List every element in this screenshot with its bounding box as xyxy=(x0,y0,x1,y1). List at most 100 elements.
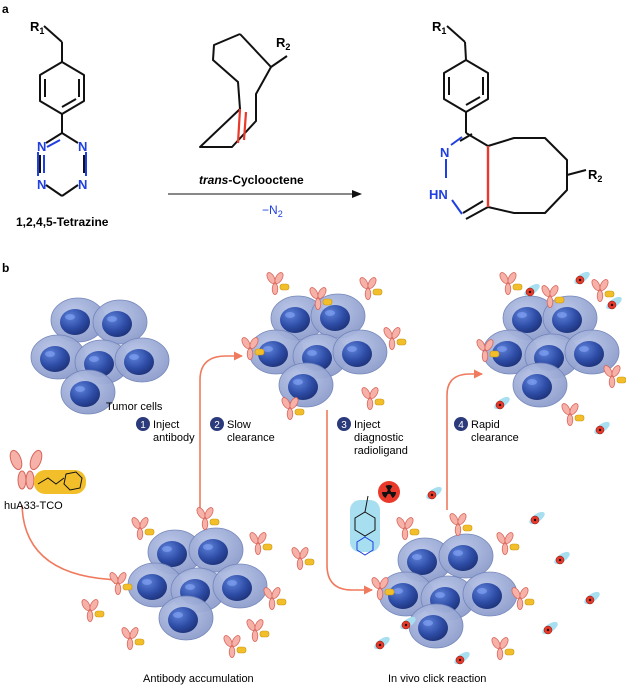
step-4-line-2: clearance xyxy=(471,432,519,444)
antibody-conjugate xyxy=(394,515,420,540)
tetrazine-n1: N xyxy=(37,139,46,154)
step-1-number: 1 xyxy=(140,420,146,431)
tumor-cluster-cleared xyxy=(474,269,626,437)
radioligand xyxy=(423,484,445,502)
radioligand xyxy=(491,394,513,412)
tetrazine-r1-bond xyxy=(43,25,63,43)
product-r2-bond xyxy=(566,169,587,176)
step-1-circle xyxy=(136,417,150,431)
tumor-cell xyxy=(438,533,494,579)
antibody-conjugate xyxy=(489,635,515,660)
antibody-reagent: huA33-TCO xyxy=(4,449,86,512)
reaction-arrow: trans-Cyclooctene −N2 xyxy=(168,173,362,219)
process-arrows xyxy=(21,351,483,595)
panel-b: b 1 Inject antibody 2 Slow clearance 3 I… xyxy=(2,261,626,685)
tco-ring xyxy=(63,471,83,491)
product-pyridazine-bond-2 xyxy=(465,206,489,220)
antibody-conjugate xyxy=(79,597,105,622)
cyclooctene-red-bond-1 xyxy=(236,108,242,144)
radioligand xyxy=(539,619,561,637)
tco-highlight xyxy=(34,470,86,494)
arrow-inject-radioligand xyxy=(326,410,373,595)
antibody-conjugate xyxy=(601,363,626,388)
step-1: 1 Inject antibody xyxy=(136,417,195,444)
antibody-label: huA33-TCO xyxy=(4,500,63,512)
product-atom-labels: R1 R2 N HN xyxy=(429,19,602,202)
product-r1-bond xyxy=(446,25,466,43)
cyclooctene-ring-bonds xyxy=(199,33,272,148)
step-4-number: 4 xyxy=(458,420,464,431)
antibody-conjugate xyxy=(559,401,585,426)
radioligand xyxy=(371,634,393,652)
antibody-conjugate xyxy=(497,270,523,295)
tumor-cell xyxy=(408,603,464,649)
arrow-slow-clearance xyxy=(199,351,243,510)
product-nitrogen-bonds xyxy=(445,136,463,215)
antibody-conjugate xyxy=(494,530,520,555)
tumor-cell xyxy=(92,299,148,345)
antibody-conjugate xyxy=(289,545,315,570)
cyclooctene-r2-label: R2 xyxy=(276,35,290,52)
cyclooctene-r2-bond xyxy=(270,55,288,68)
tumor-cluster-click: In vivo click reaction xyxy=(369,484,603,685)
step-2: 2 Slow clearance xyxy=(210,417,275,444)
radioligand xyxy=(451,649,473,667)
step-2-number: 2 xyxy=(214,420,220,431)
tumor-cluster-plain: Tumor cells xyxy=(30,297,170,415)
panel-a-label: a xyxy=(2,2,9,16)
antibody-conjugate xyxy=(447,511,473,536)
radioligand xyxy=(526,509,548,527)
tetrazine-n3: N xyxy=(37,177,46,192)
radioligand xyxy=(571,269,593,287)
tetrazine-structure xyxy=(37,25,87,197)
product-n-label: N xyxy=(440,145,449,160)
step-4-circle xyxy=(454,417,468,431)
antibody-conjugate xyxy=(119,625,145,650)
product-cn-double xyxy=(459,133,473,142)
arrow-rapid-clearance xyxy=(446,369,483,510)
antibody-conjugate xyxy=(129,515,155,540)
cyclooctene-red-bond-2 xyxy=(242,111,248,141)
cyclooctene-double-bond xyxy=(236,108,248,144)
n2-byproduct: −N2 xyxy=(262,203,283,219)
antibody-conjugate xyxy=(244,617,270,642)
radiation-icon xyxy=(382,485,396,498)
caption-click-reaction: In vivo click reaction xyxy=(388,673,486,685)
probe-highlight xyxy=(350,500,380,552)
step-3: 3 Inject diagnostic radioligand xyxy=(337,417,408,457)
cyclooctene-ring-close xyxy=(239,33,272,68)
tetrazine-n4: N xyxy=(78,177,87,192)
step-1-line-2: antibody xyxy=(153,432,195,444)
tumor-cell xyxy=(332,329,388,375)
tetrazine-benzene-double-3 xyxy=(61,98,77,108)
radioligand-probe xyxy=(350,481,400,556)
step-3-line-2: diagnostic xyxy=(354,432,404,444)
product-r2-label: R2 xyxy=(588,167,602,184)
tumor-cell xyxy=(158,595,214,641)
tumor-cell xyxy=(564,329,620,375)
tetrazine-r1-label: R1 xyxy=(30,19,44,36)
cyclooctene-structure xyxy=(199,33,288,148)
tetrazine-n2: N xyxy=(78,139,87,154)
arrow-inject-antibody xyxy=(21,504,123,585)
radioligand xyxy=(581,589,603,607)
cyclooctene-name: trans-Cyclooctene xyxy=(199,173,304,187)
step-4-line-1: Rapid xyxy=(471,419,500,431)
product-hn-label: HN xyxy=(429,187,448,202)
antibody-conjugate xyxy=(264,270,290,295)
step-3-line-3: radioligand xyxy=(354,445,408,457)
radioligand xyxy=(591,419,613,437)
antibody-conjugate xyxy=(221,633,247,658)
probe-ring xyxy=(354,511,376,537)
step-3-line-1: Inject xyxy=(354,419,380,431)
antibody-conjugate xyxy=(357,275,383,300)
tumor-cells-label: Tumor cells xyxy=(106,401,163,413)
tumor-cell xyxy=(212,563,268,609)
panel-b-label: b xyxy=(2,261,9,275)
product-cn-bond xyxy=(450,136,463,146)
tumor-cluster-bound xyxy=(239,270,407,420)
probe-tetrazine-ring xyxy=(356,536,374,556)
antibody-conjugate xyxy=(247,530,273,555)
